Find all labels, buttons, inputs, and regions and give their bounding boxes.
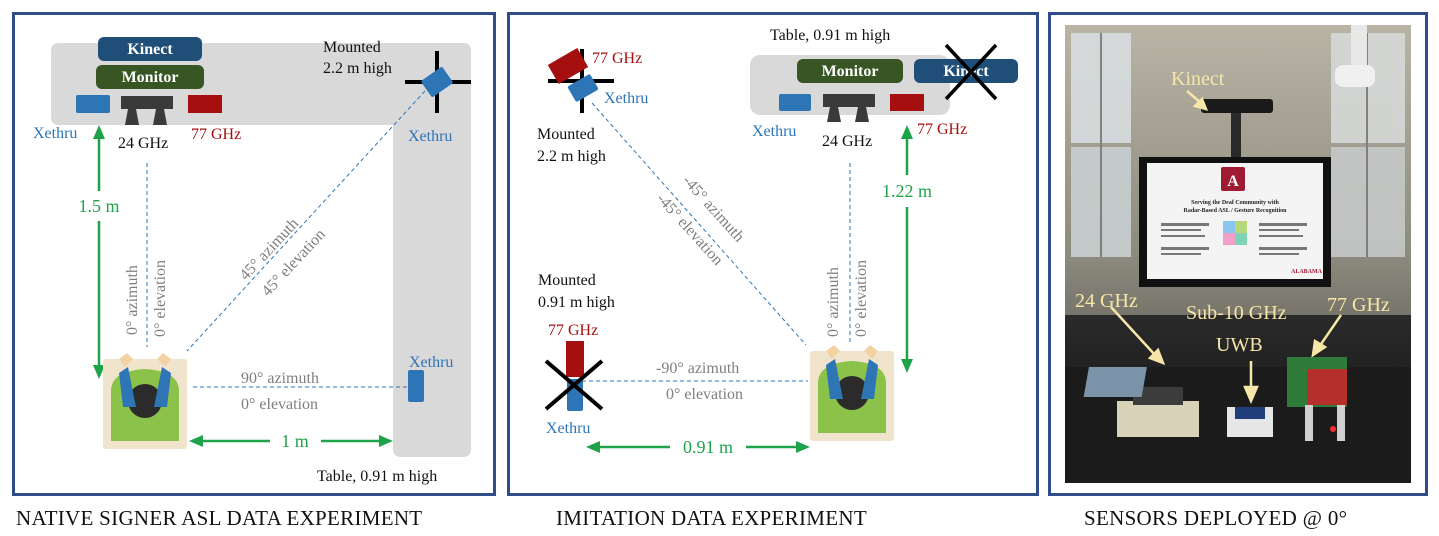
distance-label-horizontal: 1 m [281, 431, 309, 451]
ceiling-fixture [1335, 25, 1375, 87]
side-sensors-disabled [544, 341, 604, 411]
kinect-device [98, 37, 202, 61]
radar-77ghz-photo [1287, 357, 1347, 441]
azimuth-neg90-label: -90° azimuth [656, 360, 739, 377]
ghz77-table-label: 77 GHz [917, 121, 967, 138]
native-signer-diagram: Kinect Monitor Mounted 2.2 m high Xethru… [33, 37, 471, 485]
mounted-label-line1: Mounted [537, 126, 595, 143]
xethru-side-sensor [408, 370, 424, 402]
kinect-photo-label: Kinect [1171, 68, 1225, 90]
elevation-0-side-label: 0° elevation [666, 386, 743, 403]
monitor-label: Monitor [122, 69, 179, 86]
kinect-label: Kinect [943, 63, 989, 80]
radar-24ghz-photo [1083, 367, 1199, 437]
ghz24-label: 24 GHz [118, 135, 168, 152]
slide-title-line1: Serving the Deaf Community with [1191, 200, 1279, 206]
elevation-0-side-label: 0° elevation [241, 396, 318, 413]
signer-figure [103, 353, 187, 449]
ghz77-photo-label: 77 GHz [1327, 294, 1390, 316]
distance-label-horizontal: 0.91 m [683, 437, 733, 457]
radar-77ghz-table [890, 94, 924, 111]
slide-text-blocks [1161, 223, 1307, 255]
imitation-diagram: Table, 0.91 m high Monitor Kinect Xethru… [537, 27, 1018, 457]
table-height-label: Table, 0.91 m high [317, 468, 437, 485]
svg-text:A: A [1227, 173, 1239, 190]
ghz77-side-label: 77 GHz [548, 322, 598, 339]
mounted-sensors-top [547, 47, 614, 113]
kinect-label: Kinect [127, 41, 173, 58]
xethru-table-label: Xethru [752, 123, 796, 140]
radar-24ghz [823, 94, 875, 122]
table-height-label: Table, 0.91 m high [770, 27, 890, 44]
distance-label-vertical: 1.22 m [882, 181, 932, 201]
radar-24ghz [121, 96, 173, 125]
window-panes [1071, 33, 1405, 257]
xethru-uwb-photo [1227, 407, 1273, 437]
mounted-label-line2: 2.2 m high [323, 60, 392, 77]
ghz77-label: 77 GHz [191, 126, 241, 143]
monitor-label: Monitor [822, 63, 879, 80]
caption-imitation: IMITATION DATA EXPERIMENT [556, 506, 867, 530]
signer-figure [810, 345, 894, 441]
xethru-left-label: Xethru [33, 125, 77, 142]
monitor-device [96, 65, 204, 89]
distance-arrow-horizontal [586, 441, 810, 453]
distance-label-vertical: 1.5 m [78, 196, 119, 216]
kinect-device [914, 59, 1018, 83]
kinect-photo [1201, 99, 1273, 113]
xethru-mounted-label: Xethru [408, 128, 452, 145]
radar-77ghz [188, 95, 222, 113]
xethru-side-label: Xethru [409, 354, 453, 371]
elevation-0-label: 0° elevation [152, 260, 169, 337]
university-logo-icon [1221, 167, 1245, 191]
sightline-neg45deg [591, 102, 807, 346]
ghz24-label: 24 GHz [822, 133, 872, 150]
mounted-091-label-line1: Mounted [538, 272, 596, 289]
sub10-photo-label-line2: UWB [1216, 334, 1263, 356]
mounted-label-line1: Mounted [323, 39, 381, 56]
mounted-091-label-line2: 0.91 m high [538, 294, 615, 311]
xethru-top-label: Xethru [604, 90, 648, 107]
azimuth-0-label: 0° azimuth [124, 265, 141, 335]
monitor-device [797, 59, 903, 83]
kinect-disabled-cross-icon [944, 43, 998, 101]
ghz24-photo-label: 24 GHz [1075, 290, 1138, 312]
panel-native-signer: Kinect Monitor Mounted 2.2 m high Xethru… [12, 12, 496, 496]
slide-title-line2: Radar-Based ASL / Gesture Recognition [1183, 208, 1287, 214]
slide-footer: ALABAMA [1291, 269, 1323, 275]
xethru-side-label: Xethru [546, 420, 590, 437]
azimuth-0-label: 0° azimuth [825, 267, 842, 337]
kinect-stand [1231, 113, 1241, 159]
mounted-label-line2: 2.2 m high [537, 148, 606, 165]
xethru-table-sensor [779, 94, 811, 111]
sub10-photo-label-line1: Sub-10 GHz [1186, 302, 1287, 324]
xethru-sensor [76, 95, 110, 113]
caption-native-signer: NATIVE SIGNER ASL DATA EXPERIMENT [16, 506, 423, 530]
panel-imitation: Table, 0.91 m high Monitor Kinect Xethru… [507, 12, 1039, 496]
caption-sensors: SENSORS DEPLOYED @ 0° [1084, 506, 1348, 530]
distance-arrow-vertical [901, 125, 913, 373]
elevation-0-label: 0° elevation [853, 260, 870, 337]
sightline-45deg [186, 90, 426, 352]
distance-arrow-vertical [93, 125, 105, 379]
distance-arrow-horizontal [189, 435, 393, 447]
mounted-xethru [405, 51, 471, 113]
annotation-arrows [1110, 90, 1343, 405]
slide-puzzle-icon [1223, 221, 1247, 245]
azimuth-90-label: 90° azimuth [241, 370, 319, 387]
panel-sensors-photo: A Serving the Deaf Community with Radar-… [1048, 12, 1428, 496]
ghz77-top-label: 77 GHz [592, 50, 642, 67]
sensors-photo: A Serving the Deaf Community with Radar-… [1065, 25, 1411, 483]
